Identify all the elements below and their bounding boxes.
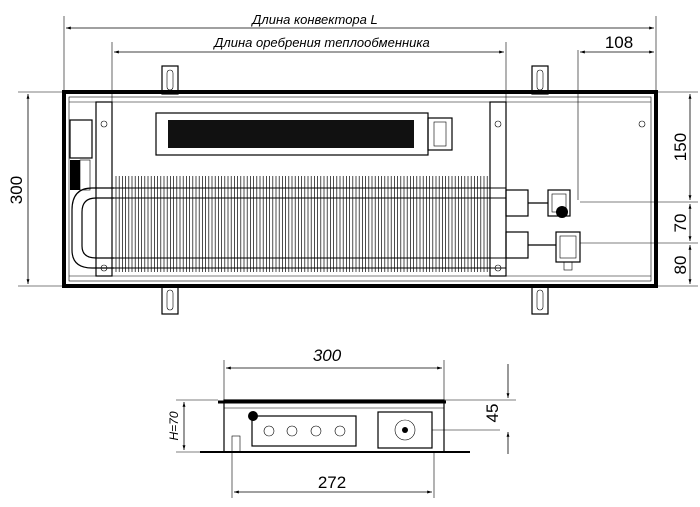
dim-300-left: 300 (7, 176, 26, 204)
dim-80: 80 (671, 256, 690, 275)
convector-frame (62, 90, 658, 288)
side-view: 300 45 H=70 272 (167, 346, 516, 498)
valve-upper (547, 189, 571, 218)
heat-exchanger-fins (112, 176, 506, 272)
dim-height: H=70 (167, 411, 181, 440)
valve-lower (555, 231, 581, 271)
dim-70: 70 (671, 214, 690, 233)
top-view: Длина конвектора L Длина оребрения тепло… (7, 12, 698, 315)
label-length-L: Длина конвектора L (250, 12, 377, 27)
side-heat-exchanger (251, 415, 357, 447)
supply-pipes (505, 189, 556, 259)
dim-150: 150 (671, 133, 690, 161)
fan-grille (155, 112, 453, 156)
dim-45: 45 (483, 404, 502, 423)
label-fin-length: Длина оребрения теплообменника (212, 35, 429, 50)
dim-300-side: 300 (313, 346, 342, 365)
dim-108: 108 (605, 33, 633, 52)
dim-272: 272 (318, 473, 346, 492)
u-bend-pipe (71, 187, 114, 269)
